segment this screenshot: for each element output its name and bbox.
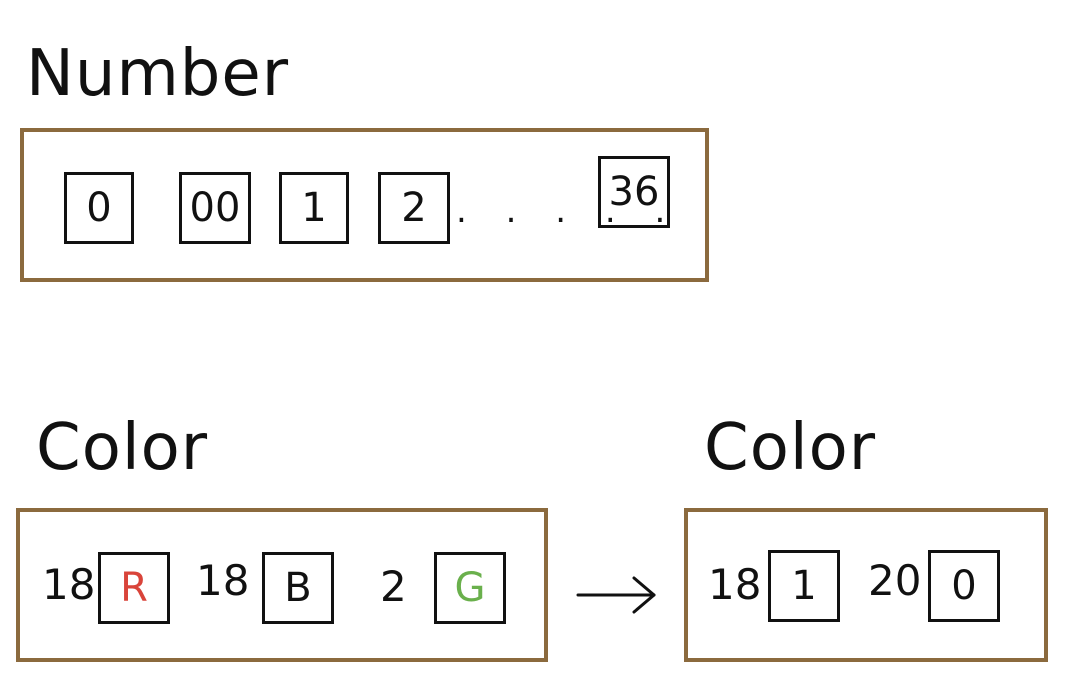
number-cell-1: 1 [279,172,349,244]
number-cell-2: 2 [378,172,450,244]
red-cell: R [98,552,170,624]
color-before-panel: 18 R 18 B 2 G [16,508,548,662]
number-heading: Number [26,37,290,111]
right-arrow-icon [576,576,656,614]
number-cell-00: 00 [179,172,251,244]
black-letter: B [284,565,312,611]
number-panel: 0 00 1 2 . . . . . 36 [20,128,709,282]
black-cell: B [262,552,334,624]
red-letter: R [120,565,148,611]
color-heading-before: Color [36,411,209,485]
number-cell-0: 0 [64,172,134,244]
zero-cell: 0 [928,550,1000,622]
green-cell: G [434,552,506,624]
one-count: 18 [708,560,762,609]
black-count: 18 [196,556,250,605]
zero-count: 20 [868,556,922,605]
number-cell-36: 36 [598,156,670,228]
green-letter: G [454,565,486,611]
green-count: 2 [380,562,407,611]
color-after-panel: 18 1 20 0 [684,508,1048,662]
one-cell: 1 [768,550,840,622]
number-ellipsis: . . . . . [456,191,680,231]
color-heading-after: Color [704,411,877,485]
red-count: 18 [42,560,96,609]
